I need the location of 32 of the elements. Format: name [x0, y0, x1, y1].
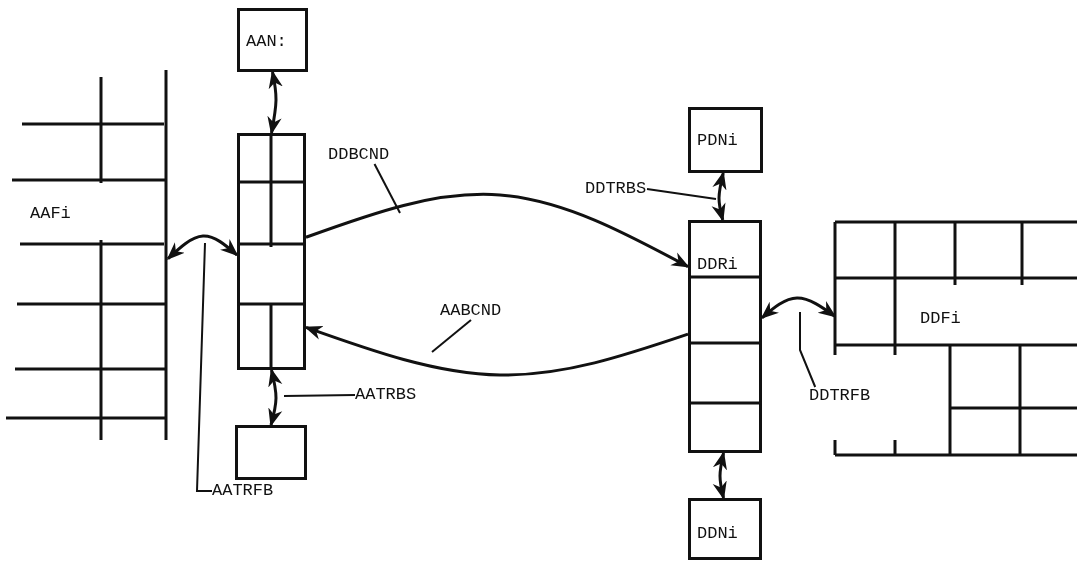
node-label: DDRi: [697, 256, 738, 273]
leader-line: [195, 242, 213, 492]
arrow: [712, 451, 727, 500]
callout-label: DDBCND: [328, 146, 390, 164]
node-label: PDNi: [697, 132, 738, 149]
arrow: [304, 325, 689, 377]
node-label: AAN:: [246, 33, 287, 50]
arrow: [268, 368, 283, 427]
node-label: DDNi: [697, 525, 738, 542]
arrow: [711, 171, 727, 222]
callout-label: DDTRBS: [585, 180, 647, 198]
callout-label: AATRFB: [212, 482, 274, 500]
node-label: AAFi: [30, 205, 71, 222]
leader-line: [283, 394, 356, 397]
register-table: [688, 220, 762, 453]
arrow: [305, 192, 690, 268]
arrow: [267, 70, 283, 135]
empty-box: [235, 425, 307, 480]
leader-line: [646, 188, 717, 200]
name-box: [688, 107, 763, 173]
callout-label: DDTRFB: [809, 387, 871, 405]
register-table: [237, 133, 306, 370]
callout-label: AABCND: [440, 302, 502, 320]
arrow: [760, 296, 837, 320]
name-box: [237, 8, 308, 72]
node-label: DDFi: [920, 310, 961, 327]
leader-line: [373, 163, 401, 214]
name-box: [688, 498, 762, 560]
leader-line: [431, 319, 472, 353]
callout-label: AATRBS: [355, 386, 417, 404]
arrow: [166, 234, 239, 260]
leader-line: [799, 311, 817, 388]
